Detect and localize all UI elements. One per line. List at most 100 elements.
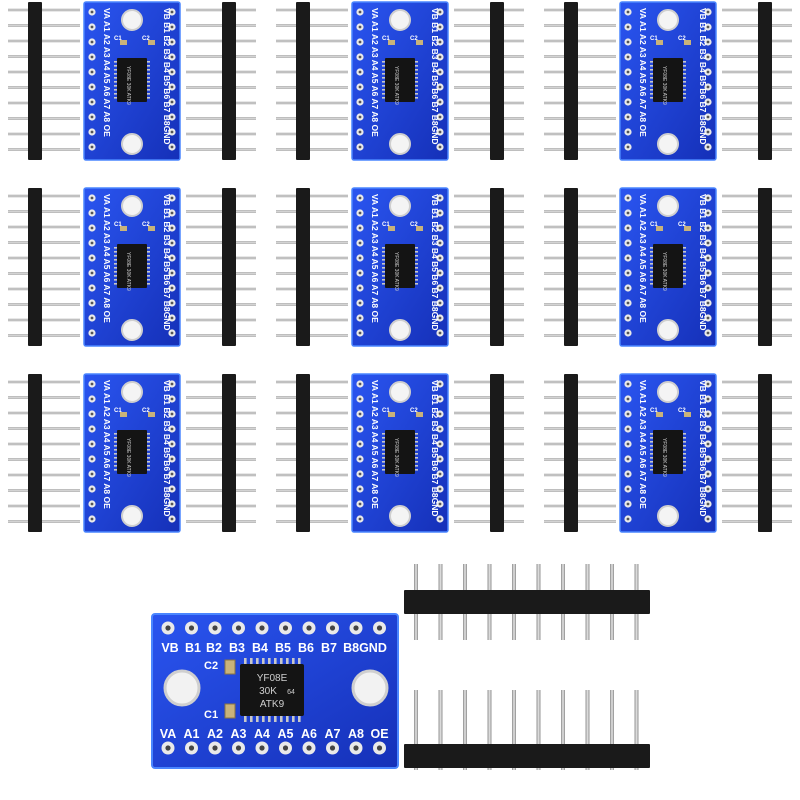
pin-labels-a-side: VA A1 A2 A3 A4 A5 A6 A7 A8 OE bbox=[102, 194, 112, 323]
pin-labels-b-side: VB B1 B2 B3 B4 B5 B6 B7 B8GND bbox=[162, 8, 172, 145]
pin-header-right bbox=[454, 374, 524, 532]
pin-label-a4: A4 bbox=[254, 727, 270, 741]
chip-marking-line3: ATK9 bbox=[260, 699, 285, 710]
chip-marking: YF08E 30K ATK9 bbox=[125, 66, 131, 105]
pin-header-right bbox=[186, 188, 256, 346]
pin-label-b6: B6 bbox=[298, 641, 314, 655]
pin-label-a6: A6 bbox=[301, 727, 317, 741]
capacitor-label: C2 bbox=[142, 408, 150, 414]
pin-header-right bbox=[722, 374, 792, 532]
pin-labels-a-side: VA A1 A2 A3 A4 A5 A6 A7 A8 OE bbox=[638, 194, 648, 323]
pin-label-a2: A2 bbox=[207, 727, 223, 741]
pin-labels-b-side: VB B1 B2 B3 B4 B5 B6 B7 B8GND bbox=[162, 380, 172, 517]
chip-marking-line1: YF08E bbox=[257, 673, 288, 684]
capacitor-label-c1: C1 bbox=[204, 709, 218, 721]
pin-label-a8: A8 bbox=[348, 727, 364, 741]
chip-marking: YF08E 30K ATK9 bbox=[661, 66, 667, 105]
pin-labels-a-side: VA A1 A2 A3 A4 A5 A6 A7 A8 OE bbox=[102, 380, 112, 509]
pin-header-right bbox=[722, 2, 792, 160]
mounting-hole-right bbox=[351, 669, 389, 707]
pin-labels-b-side: VB B1 B2 B3 B4 B5 B6 B7 B8GND bbox=[698, 380, 708, 517]
pin-label-a1: A1 bbox=[184, 727, 200, 741]
module-kit-4: VA A1 A2 A3 A4 A5 A6 A7 A8 OE VB B1 B2 B3… bbox=[8, 187, 256, 347]
level-shifter-board: VA A1 A2 A3 A4 A5 A6 A7 A8 OE VB B1 B2 B3… bbox=[351, 373, 449, 533]
capacitor-label: C1 bbox=[650, 408, 658, 414]
capacitor-c1 bbox=[224, 703, 236, 719]
chip-marking: YF08E 30K ATK9 bbox=[661, 252, 667, 291]
pin-header-strip-2 bbox=[404, 690, 650, 770]
capacitor-label: C2 bbox=[142, 222, 150, 228]
pin-labels-a-side: VA A1 A2 A3 A4 A5 A6 A7 A8 OE bbox=[370, 194, 380, 323]
level-shifter-board: VA A1 A2 A3 A4 A5 A6 A7 A8 OE VB B1 B2 B3… bbox=[83, 1, 181, 161]
pin-label-b3: B3 bbox=[229, 641, 245, 655]
pad-row-top bbox=[161, 621, 386, 635]
capacitor-label: C2 bbox=[410, 36, 418, 42]
pin-header-left bbox=[8, 188, 80, 346]
pin-header-right bbox=[186, 374, 256, 532]
chip-marking: YF08E 30K ATK9 bbox=[393, 66, 399, 105]
pin-header-right bbox=[454, 188, 524, 346]
pin-labels-b-side: VB B1 B2 B3 B4 B5 B6 B7 B8GND bbox=[430, 194, 440, 331]
pin-header-left bbox=[8, 2, 80, 160]
level-shifter-board: VA A1 A2 A3 A4 A5 A6 A7 A8 OE VB B1 B2 B3… bbox=[83, 187, 181, 347]
module-grid: VA A1 A2 A3 A4 A5 A6 A7 A8 OE VB B1 B2 B3… bbox=[8, 1, 792, 533]
pin-header-left bbox=[544, 2, 616, 160]
pin-label-b4: B4 bbox=[252, 641, 268, 655]
pin-labels-b-side: VB B1 B2 B3 B4 B5 B6 B7 B8GND bbox=[162, 194, 172, 331]
pin-header-left bbox=[276, 188, 348, 346]
mounting-hole-left bbox=[163, 669, 201, 707]
level-shifter-board: VA A1 A2 A3 A4 A5 A6 A7 A8 OE VB B1 B2 B3… bbox=[351, 187, 449, 347]
pin-labels-b-side: VB B1 B2 B3 B4 B5 B6 B7 B8GND bbox=[430, 380, 440, 517]
capacitor-label: C1 bbox=[382, 36, 390, 42]
pin-label-va: VA bbox=[160, 727, 176, 741]
capacitor-label: C2 bbox=[410, 408, 418, 414]
level-shifter-board: VA A1 A2 A3 A4 A5 A6 A7 A8 OE VB B1 B2 B3… bbox=[619, 187, 717, 347]
pin-labels-a-side: VA A1 A2 A3 A4 A5 A6 A7 A8 OE bbox=[102, 8, 112, 137]
module-kit-5: VA A1 A2 A3 A4 A5 A6 A7 A8 OE VB B1 B2 B3… bbox=[276, 187, 524, 347]
pin-label-b8gnd: B8GND bbox=[343, 641, 387, 655]
pin-header-right bbox=[186, 2, 256, 160]
pin-label-b2: B2 bbox=[206, 641, 222, 655]
pin-header-left bbox=[276, 2, 348, 160]
pin-labels-b-side: VB B1 B2 B3 B4 B5 B6 B7 B8GND bbox=[430, 8, 440, 145]
pin-label-a3: A3 bbox=[231, 727, 247, 741]
pin-labels-b-side: VB B1 B2 B3 B4 B5 B6 B7 B8GND bbox=[698, 194, 708, 331]
chip-marking-line2b: 64 bbox=[287, 689, 295, 696]
capacitor-c2 bbox=[224, 659, 236, 675]
pin-header-strip-1 bbox=[404, 564, 650, 640]
pin-labels-b-side: VB B1 B2 B3 B4 B5 B6 B7 B8GND bbox=[698, 8, 708, 145]
pin-label-a7: A7 bbox=[325, 727, 341, 741]
pin-labels-a-side: VA A1 A2 A3 A4 A5 A6 A7 A8 OE bbox=[638, 8, 648, 137]
module-kit-1: VA A1 A2 A3 A4 A5 A6 A7 A8 OE VB B1 B2 B3… bbox=[8, 1, 256, 161]
chip-marking: YF08E 30K ATK9 bbox=[661, 438, 667, 477]
level-shifter-board: VA A1 A2 A3 A4 A5 A6 A7 A8 OE VB B1 B2 B3… bbox=[83, 373, 181, 533]
module-kit-8: VA A1 A2 A3 A4 A5 A6 A7 A8 OE VB B1 B2 B3… bbox=[276, 373, 524, 533]
pin-label-oe: OE bbox=[370, 727, 388, 741]
capacitor-label: C1 bbox=[650, 222, 658, 228]
pin-header-left bbox=[8, 374, 80, 532]
capacitor-label: C1 bbox=[114, 222, 122, 228]
pin-label-vb: VB bbox=[161, 641, 178, 655]
pin-label-b1: B1 bbox=[185, 641, 201, 655]
pin-header-right bbox=[722, 188, 792, 346]
loose-pin-headers bbox=[404, 564, 650, 770]
capacitor-label: C1 bbox=[114, 408, 122, 414]
module-kit-6: VA A1 A2 A3 A4 A5 A6 A7 A8 OE VB B1 B2 B3… bbox=[544, 187, 792, 347]
module-kit-3: VA A1 A2 A3 A4 A5 A6 A7 A8 OE VB B1 B2 B3… bbox=[544, 1, 792, 161]
capacitor-label: C1 bbox=[382, 222, 390, 228]
chip-marking-line2: 30K bbox=[259, 686, 277, 697]
pin-header-left bbox=[276, 374, 348, 532]
capacitor-label-c2: C2 bbox=[204, 660, 218, 672]
ic-chip: YF08E 30K 64 ATK9 bbox=[240, 658, 304, 722]
pin-labels-a-side: VA A1 A2 A3 A4 A5 A6 A7 A8 OE bbox=[370, 380, 380, 509]
pin-label-b7: B7 bbox=[321, 641, 337, 655]
capacitor-label: C1 bbox=[650, 36, 658, 42]
